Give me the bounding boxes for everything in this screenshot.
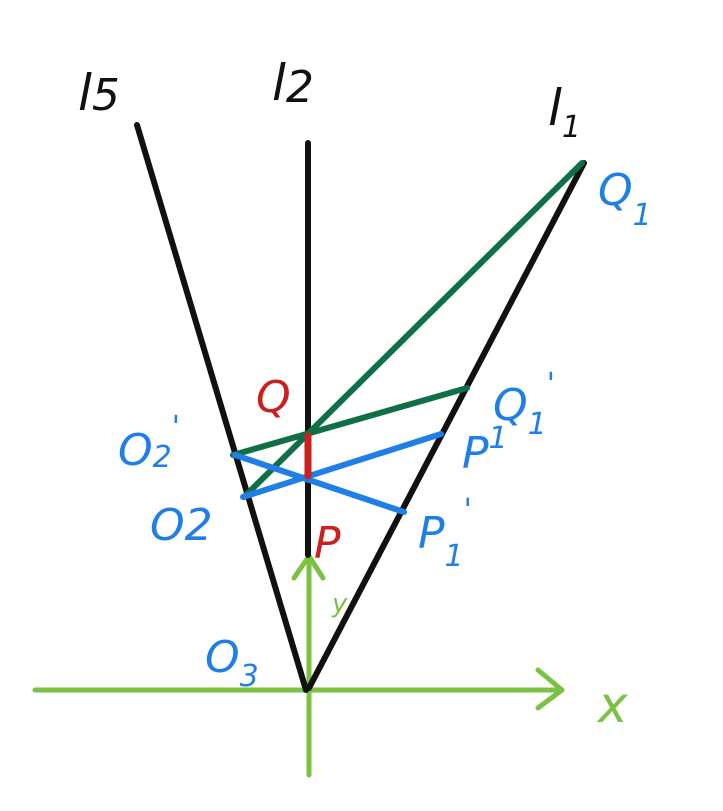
lines (134, 122, 587, 693)
label-P: P (314, 518, 341, 569)
axes (32, 553, 565, 778)
label-O2: O2 (150, 500, 213, 551)
label-y-axis: y (331, 589, 348, 619)
label-l5: l5 (78, 64, 120, 122)
label-l1: l1 (548, 79, 581, 145)
line-l5 (134, 122, 309, 693)
label-P1: P1 (462, 421, 508, 479)
green-segments (230, 160, 585, 500)
segment-O2-Q1 (241, 160, 585, 500)
label-x-axis: x (596, 676, 628, 734)
labels: l5 l2 l1 Q1 Q1' P1 P1' O2' O2 (78, 54, 652, 734)
line-l1 (306, 160, 587, 691)
segment-O2-P1 (240, 431, 444, 500)
label-O2-prime: O2' (118, 410, 180, 476)
label-Q: Q (256, 372, 291, 423)
blue-segments (232, 431, 444, 515)
label-P1-prime: P1' (418, 493, 472, 574)
label-Q1-prime: Q1' (493, 367, 555, 442)
label-Q1: Q1 (598, 165, 652, 233)
segment-O2p-P1p (232, 452, 407, 515)
label-l2: l2 (272, 54, 314, 113)
label-O3: O3 (205, 632, 259, 694)
x-axis-arrowhead (535, 667, 565, 711)
segment-O2p-Q1p (230, 385, 470, 458)
